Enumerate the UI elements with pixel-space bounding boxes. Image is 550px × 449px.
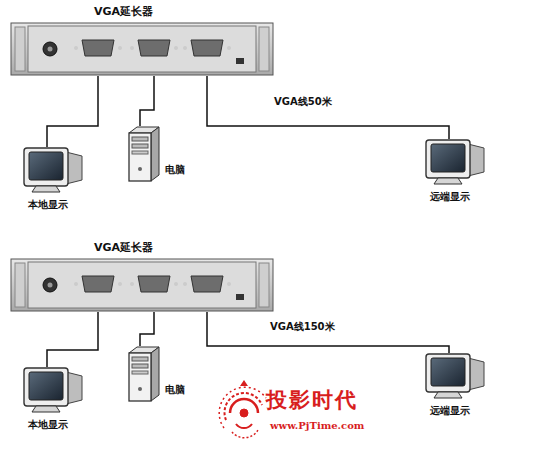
vga-cable [47,76,98,147]
cable-label: VGA线150米 [268,320,337,334]
monitor-icon [22,146,86,196]
extender-device [10,22,274,76]
device-title: VGA延长器 [10,240,274,255]
computer-tower [127,345,161,403]
monitor-icon [424,352,488,402]
display-monitor: 本地显示 [22,366,86,432]
computer: 电脑 [127,345,185,403]
monitor-icon [424,138,488,188]
extender-unit: VGA延长器 [10,4,274,76]
watermark-url: www.PjTime.com [270,420,364,431]
cable-label: VGA线50米 [272,95,334,109]
watermark-title: 投影时代 [266,386,358,414]
logo-swirl [219,380,266,438]
vga-cable [207,76,449,139]
monitor-icon [22,366,86,416]
device-label: 电脑 [165,163,185,177]
computer: 电脑 [127,125,185,183]
display-monitor: 远端显示 [424,138,488,204]
device-label: 远端显示 [430,404,470,418]
vga-cable [140,76,154,126]
device-title: VGA延长器 [10,4,274,19]
vga-cable [47,312,98,367]
vga-cable [140,312,154,346]
computer-tower [127,125,161,183]
device-label: 本地显示 [28,418,68,432]
device-label: 电脑 [165,383,185,397]
display-monitor: 本地显示 [22,146,86,212]
device-label: 远端显示 [430,190,470,204]
device-label: 本地显示 [28,198,68,212]
extender-device [10,258,274,312]
display-monitor: 远端显示 [424,352,488,418]
extender-unit: VGA延长器 [10,240,274,312]
vga-cable [207,312,449,353]
